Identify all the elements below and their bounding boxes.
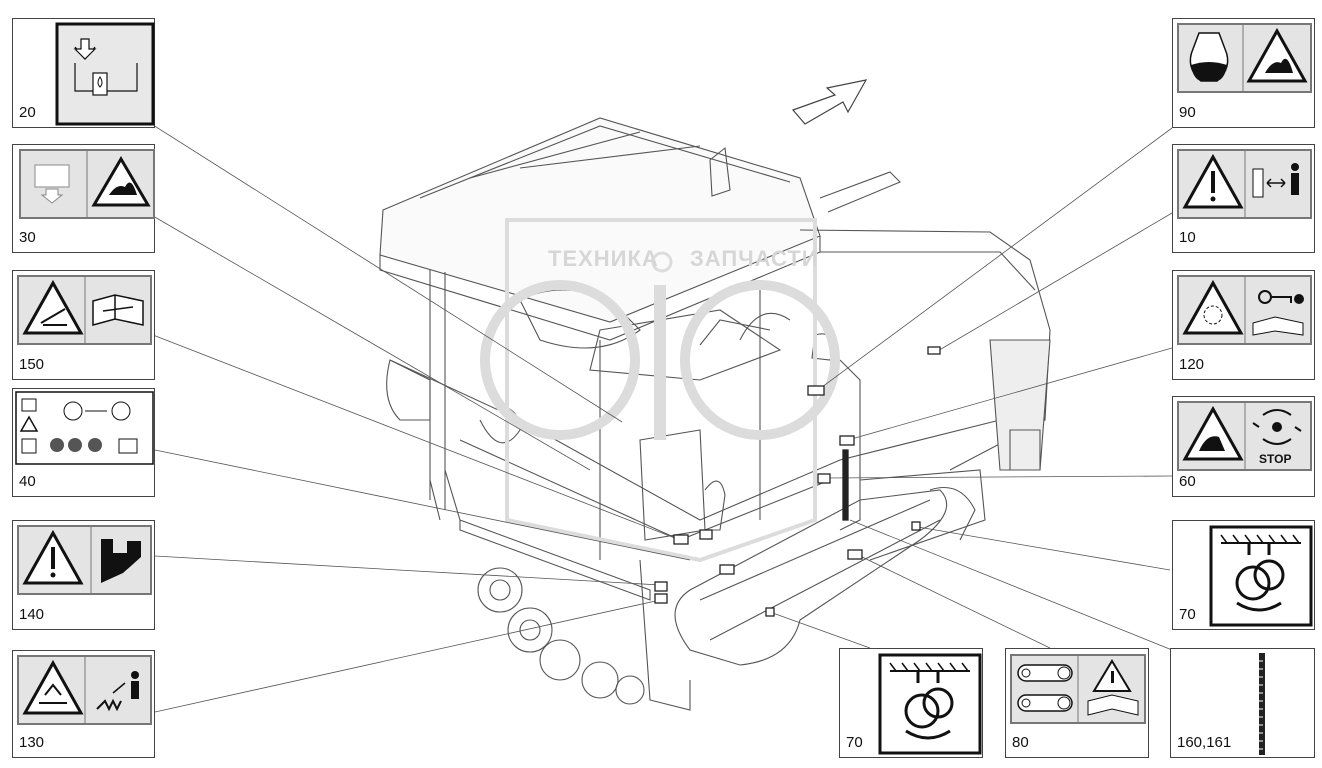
label-box-70-bottom[interactable]: 70: [839, 648, 983, 758]
label-box-40[interactable]: 40: [12, 388, 155, 497]
label-number: 130: [19, 734, 45, 751]
label-box-90[interactable]: 90: [1172, 18, 1315, 128]
label-number: 70: [846, 734, 863, 751]
label-box-60[interactable]: STOP 60: [1172, 396, 1315, 497]
lifting-point-icon: [1209, 525, 1313, 627]
direction-arrow-icon: [791, 79, 868, 125]
label-box-160-161[interactable]: 160,161: [1170, 648, 1315, 758]
rotating-parts-stop-icon: STOP: [1177, 401, 1312, 471]
svg-text:STOP: STOP: [1259, 452, 1291, 466]
height-scale-icon: [1259, 653, 1265, 755]
label-number: 140: [19, 606, 45, 623]
label-box-130[interactable]: 130: [12, 650, 155, 758]
label-number: 80: [1012, 734, 1029, 751]
label-box-120[interactable]: 120: [1172, 270, 1315, 380]
auger-danger-icon: [17, 655, 152, 725]
decal-markers: [654, 346, 941, 617]
stop-engine-key-icon: [1177, 275, 1312, 345]
label-number: 20: [19, 104, 36, 121]
tow-warning-manual-icon: [17, 275, 152, 345]
watermark-text-right: ЗАПЧАСТИ: [690, 246, 819, 271]
label-box-30[interactable]: 30: [12, 144, 155, 253]
lifting-point-icon: [878, 653, 982, 755]
label-number: 120: [1179, 356, 1205, 373]
oil-drain-hot-surface-icon: [19, 149, 155, 219]
label-box-80[interactable]: 80: [1005, 648, 1149, 758]
watermark-text-left: ТЕХНИКА: [548, 246, 659, 271]
watermark-logo: [480, 218, 840, 563]
label-number: 30: [19, 229, 36, 246]
label-number: 60: [1179, 473, 1196, 490]
chain-tension-manual-icon: [1010, 654, 1146, 724]
label-number: 160,161: [1177, 734, 1232, 751]
label-box-10[interactable]: 10: [1172, 144, 1315, 253]
label-number: 40: [19, 473, 36, 490]
label-number: 90: [1179, 104, 1196, 121]
hydraulic-tank-hot-icon: [1177, 23, 1312, 93]
label-box-70-right[interactable]: 70: [1172, 520, 1315, 630]
battery-disconnect-icon: [15, 391, 154, 465]
label-box-140[interactable]: 140: [12, 520, 155, 630]
leader-lines: [152, 124, 1173, 713]
oil-fill-icon: [55, 22, 155, 126]
label-number: 70: [1179, 606, 1196, 623]
label-number: 10: [1179, 229, 1196, 246]
label-box-150[interactable]: 150: [12, 270, 155, 380]
label-number: 150: [19, 356, 45, 373]
crush-hand-warning-icon: [17, 525, 152, 595]
label-box-20[interactable]: 20: [12, 18, 155, 128]
keep-distance-warning-icon: [1177, 149, 1312, 219]
